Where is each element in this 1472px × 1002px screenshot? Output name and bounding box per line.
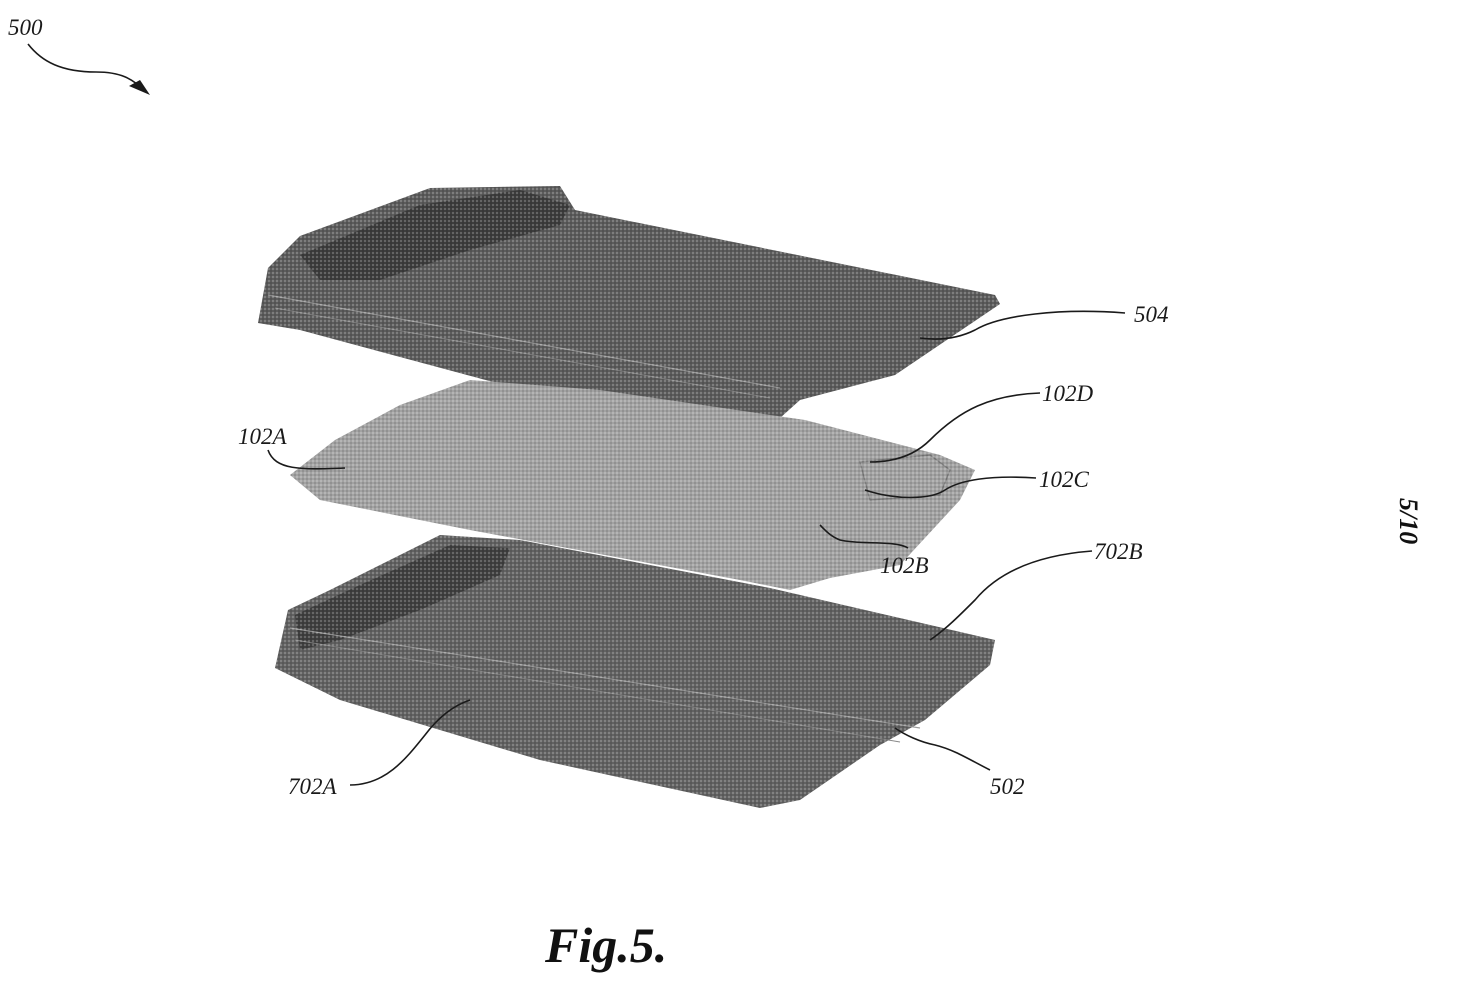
top-plate (258, 186, 1000, 418)
leader-102a (267, 449, 346, 470)
label-102d: 102D (1042, 381, 1094, 406)
label-502: 502 (990, 774, 1025, 799)
leader-102d (869, 392, 1041, 463)
middle-cell-layer (290, 380, 975, 590)
label-504: 504 (1134, 302, 1169, 327)
leader-702b (929, 550, 1093, 641)
label-102c: 102C (1039, 467, 1090, 492)
label-702b: 702B (1094, 539, 1143, 564)
sheet-number: 5/10 (1394, 498, 1423, 544)
leader-702a (349, 699, 471, 786)
label-102b: 102B (880, 553, 929, 578)
figure-number-label: 500 (8, 15, 43, 40)
leader-102c (864, 476, 1037, 499)
leader-504 (919, 310, 1126, 340)
leader-502 (894, 727, 991, 771)
label-102a: 102A (238, 424, 288, 449)
leader-102b (819, 524, 909, 549)
figure-number-arrow (27, 43, 147, 93)
label-702a: 702A (288, 774, 338, 799)
figure-number-arrowhead (129, 80, 150, 95)
figure-caption: Fig.5. (544, 917, 667, 973)
bottom-plate (275, 535, 995, 808)
